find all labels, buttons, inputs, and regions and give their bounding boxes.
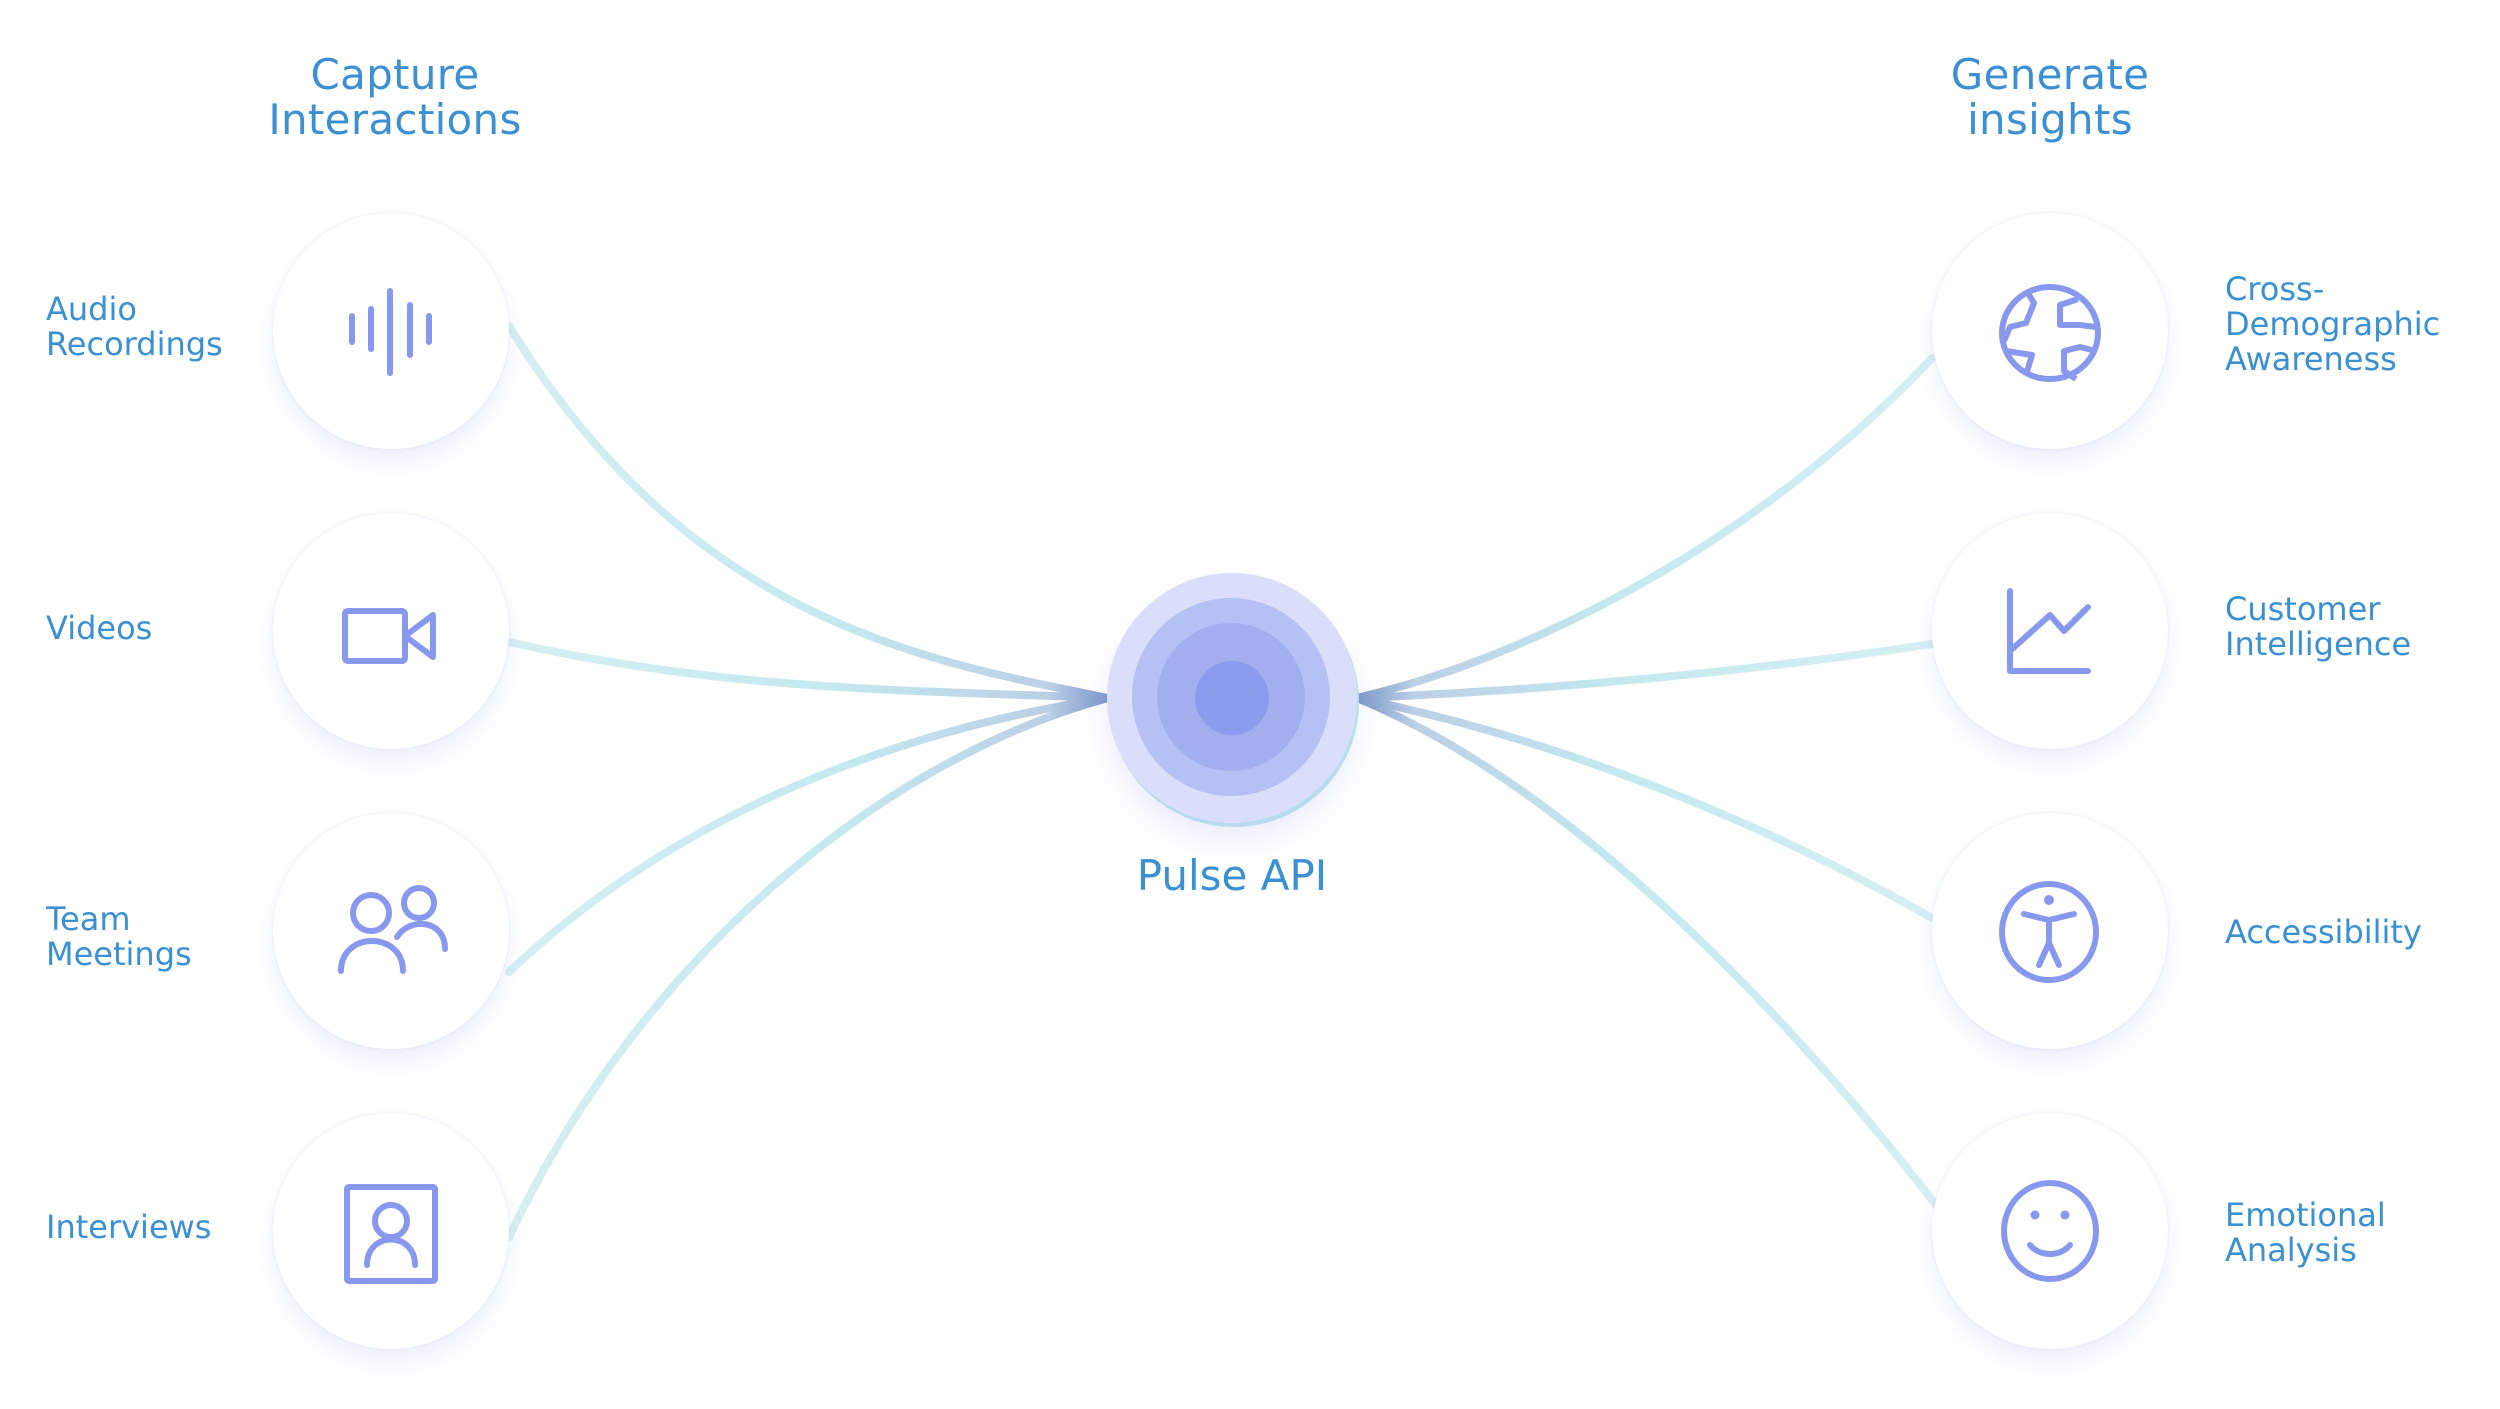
label-line: Videos [46,609,153,647]
label-line: Team [46,900,131,938]
node-emotional-analysis[interactable] [1932,1113,2168,1349]
label-line: Customer [2225,590,2381,628]
label-line: Demographic [2225,305,2441,343]
line-chart-icon [2007,588,2091,674]
accessibility-icon [1999,881,2099,983]
label-line: Meetings [46,935,192,973]
right-column-title: Generate insights [1850,52,2250,142]
smiley-face-icon [2001,1180,2099,1282]
right-title-line1: Generate [1950,50,2150,99]
link-team [505,694,1112,976]
link-audio [505,322,1112,702]
hub-label: Pulse API [1136,851,1328,900]
label-audio-recordings: Audio Recordings [46,292,223,362]
team-icon [338,885,448,974]
label-interviews: Interviews [46,1210,211,1245]
left-title-line2: Interactions [268,95,522,144]
node-videos[interactable] [273,513,509,749]
link-interviews [505,694,1112,1241]
soundwave-icon [349,288,432,376]
link-customer-intelligence [1353,640,1936,702]
label-line: Emotional [2225,1196,2386,1234]
label-videos: Videos [46,611,152,646]
label-line: Audio [46,290,137,328]
video-camera-icon [342,608,436,664]
node-audio-recordings[interactable] [273,213,509,449]
label-line: Accessibility [2225,913,2422,951]
label-line: Recordings [46,325,223,363]
node-customer-intelligence[interactable] [1932,513,2168,749]
label-cross-demographic-awareness: Cross- Demographic Awareness [2225,272,2440,377]
hub-core [1195,661,1269,735]
left-title-line1: Capture [310,50,480,99]
link-emotional-analysis [1353,694,1941,1210]
pulse-api-hub[interactable] [1107,573,1357,823]
node-team-meetings[interactable] [273,813,509,1049]
label-line: Interviews [46,1208,212,1246]
interview-portrait-icon [344,1184,438,1284]
link-cross-demographic [1353,354,1936,702]
label-accessibility: Accessibility [2225,915,2422,950]
label-line: Analysis [2225,1231,2357,1269]
link-videos [505,638,1112,702]
label-customer-intelligence: Customer Intelligence [2225,592,2411,662]
label-line: Cross- [2225,270,2325,308]
globe-icon [1999,284,2101,382]
node-cross-demographic-awareness[interactable] [1932,213,2168,449]
right-title-line2: insights [1967,95,2133,144]
label-line: Intelligence [2225,625,2412,663]
link-accessibility [1353,694,1936,922]
label-team-meetings: Team Meetings [46,902,192,972]
left-column-title: Capture Interactions [195,52,595,142]
label-line: Awareness [2225,340,2397,378]
node-accessibility[interactable] [1932,813,2168,1049]
node-interviews[interactable] [273,1113,509,1349]
label-emotional-analysis: Emotional Analysis [2225,1198,2386,1268]
